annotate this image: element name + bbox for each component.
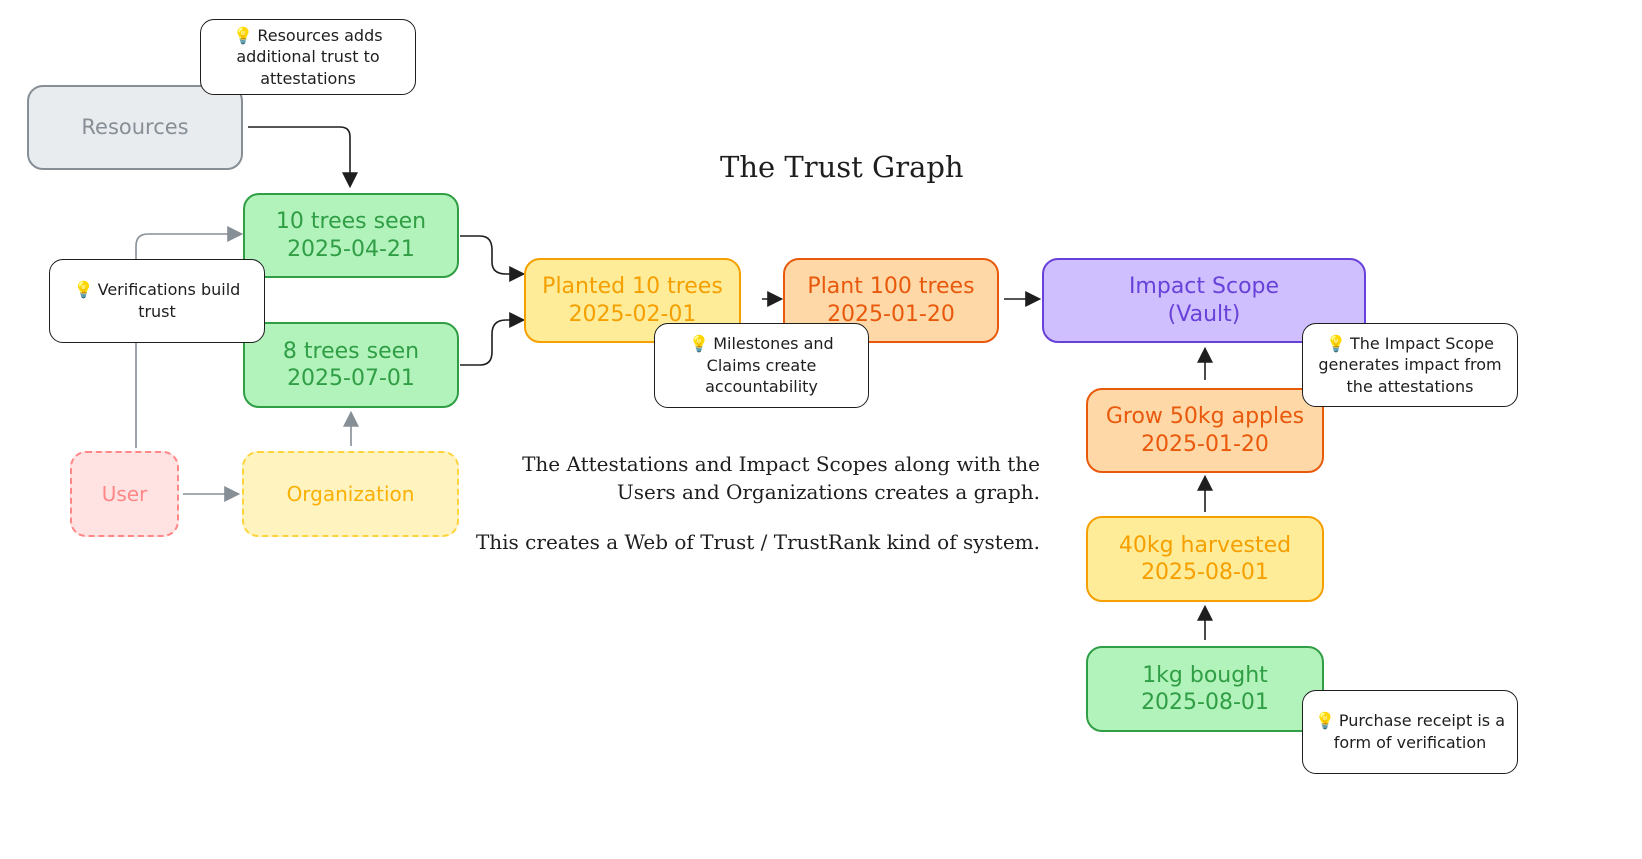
node-line1: 1kg bought xyxy=(1142,662,1268,688)
note-text: Milestones and Claims create accountabil… xyxy=(705,334,834,397)
node-line2: 2025-02-01 xyxy=(568,301,697,327)
node-organization: Organization xyxy=(242,451,459,537)
diagram-title: The Trust Graph xyxy=(720,150,964,184)
node-plant-100-trees: Plant 100 trees 2025-01-20 xyxy=(783,258,999,343)
node-line2: 2025-01-20 xyxy=(1141,431,1269,457)
note-text: Resources adds additional trust to attes… xyxy=(236,25,383,88)
node-line1: Impact Scope xyxy=(1128,274,1280,299)
graph-description: The Attestations and Impact Scopes along… xyxy=(460,450,1040,578)
node-line2: 2025-08-01 xyxy=(1141,690,1269,715)
edge-user-to-trees10 xyxy=(135,226,244,448)
lightbulb-icon: 💡 xyxy=(1326,333,1346,353)
node-line2: (Vault) xyxy=(1167,301,1241,327)
edge-trees8-to-planted xyxy=(460,312,526,366)
note-text: Purchase receipt is a form of verificati… xyxy=(1333,711,1505,752)
node-user-label: User xyxy=(101,481,148,506)
description-paragraph-2: This creates a Web of Trust / TrustRank … xyxy=(475,530,1040,554)
node-line2: 2025-01-20 xyxy=(827,301,955,327)
node-line2: 2025-08-01 xyxy=(1141,560,1269,585)
node-trees-seen-10: 10 trees seen 2025-04-21 xyxy=(243,193,459,278)
node-resources-label: Resources xyxy=(81,115,189,140)
node-line1: 40kg harvested xyxy=(1118,532,1292,558)
node-line1: Planted 10 trees xyxy=(542,274,723,299)
node-line1: Plant 100 trees xyxy=(807,274,975,299)
note-milestones: 💡Milestones and Claims create accountabi… xyxy=(654,323,869,408)
node-line2: 2025-04-21 xyxy=(287,236,415,262)
node-user: User xyxy=(70,451,179,537)
note-verifications: 💡Verifications build trust xyxy=(49,259,265,343)
node-organization-label: Organization xyxy=(286,481,415,506)
node-harvested: 40kg harvested 2025-08-01 xyxy=(1086,516,1324,602)
note-resources: 💡Resources adds additional trust to atte… xyxy=(200,19,416,95)
edge-trees10-to-planted xyxy=(460,235,526,282)
node-trees-seen-8: 8 trees seen 2025-07-01 xyxy=(243,322,459,408)
lightbulb-icon: 💡 xyxy=(73,280,94,300)
note-text: The Impact Scope generates impact from t… xyxy=(1318,333,1502,396)
lightbulb-icon: 💡 xyxy=(1314,711,1335,731)
edge-resources-to-trees10 xyxy=(248,126,358,189)
node-line1: 10 trees seen xyxy=(275,209,427,234)
node-bought: 1kg bought 2025-08-01 xyxy=(1086,646,1324,732)
node-line1: 8 trees seen xyxy=(282,338,420,364)
description-paragraph-1: The Attestations and Impact Scopes along… xyxy=(522,452,1040,504)
node-resources: Resources xyxy=(27,85,243,170)
node-line1: Grow 50kg apples xyxy=(1105,404,1305,429)
lightbulb-icon: 💡 xyxy=(689,334,710,354)
note-impact-scope: 💡The Impact Scope generates impact from … xyxy=(1302,323,1518,407)
note-receipt: 💡Purchase receipt is a form of verificat… xyxy=(1302,690,1518,774)
lightbulb-icon: 💡 xyxy=(233,25,254,45)
note-text: Verifications build trust xyxy=(97,280,241,321)
node-grow-apples: Grow 50kg apples 2025-01-20 xyxy=(1086,388,1324,473)
node-line2: 2025-07-01 xyxy=(287,366,415,391)
